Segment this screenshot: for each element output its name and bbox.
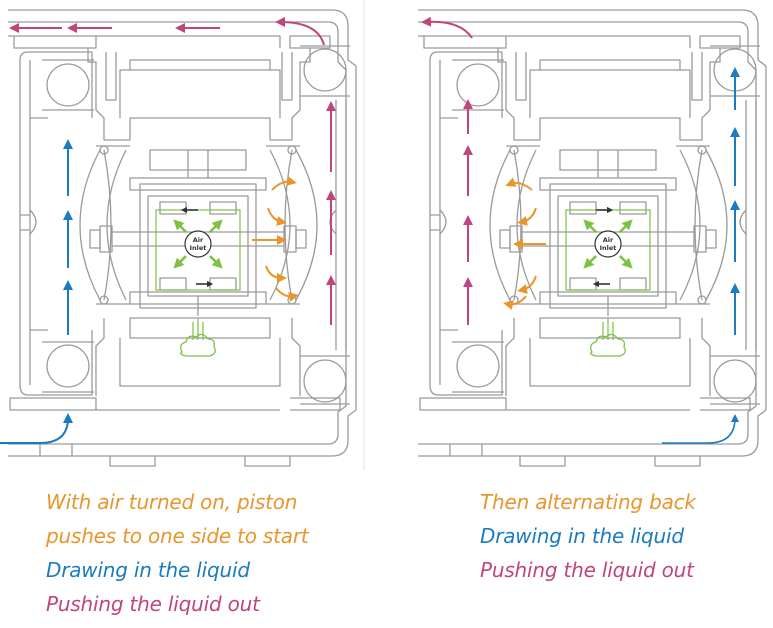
left-caption: With air turned on, piston pushes to one… bbox=[46, 485, 309, 621]
left-caption-line-3: Drawing in the liquid bbox=[46, 558, 250, 582]
left-air-inlet-label-2: Inlet bbox=[190, 244, 207, 252]
left-pump-panel: Air Inlet bbox=[0, 9, 357, 467]
left-inlet-arrow bbox=[0, 413, 73, 444]
right-caption-line-2: Drawing in the liquid bbox=[480, 524, 684, 548]
right-piston-arrow-2 bbox=[517, 207, 537, 226]
right-caption: Then alternating back Drawing in the liq… bbox=[480, 485, 696, 587]
left-out-arrow-curve bbox=[275, 17, 325, 46]
left-piston-arrow-2 bbox=[267, 207, 287, 226]
left-caption-line-1: With air turned on, piston bbox=[46, 490, 298, 514]
right-caption-line-1: Then alternating back bbox=[480, 490, 696, 514]
right-piston-arrow-5 bbox=[503, 295, 527, 310]
right-pump-housing bbox=[417, 9, 767, 467]
left-piston-arrow-4 bbox=[265, 265, 287, 283]
left-caption-line-4: Pushing the liquid out bbox=[46, 592, 260, 616]
left-piston-arrow-1 bbox=[271, 176, 297, 191]
right-air-inlet-label-1: Air bbox=[603, 236, 614, 244]
right-pump-panel: Air Inlet bbox=[417, 9, 767, 467]
right-air-inlet-label-2: Inlet bbox=[600, 244, 617, 252]
right-out-arrow-curve bbox=[421, 16, 473, 39]
right-caption-line-3: Pushing the liquid out bbox=[480, 558, 694, 582]
left-piston-arrow-5 bbox=[275, 287, 299, 302]
left-caption-line-2: pushes to one side to start bbox=[46, 524, 309, 548]
right-piston-arrow-1 bbox=[505, 177, 533, 191]
right-piston-arrow-4 bbox=[517, 275, 537, 294]
left-pump-housing bbox=[7, 9, 357, 467]
right-inlet-arrow bbox=[662, 414, 739, 444]
left-air-inlet-label-1: Air bbox=[193, 236, 204, 244]
